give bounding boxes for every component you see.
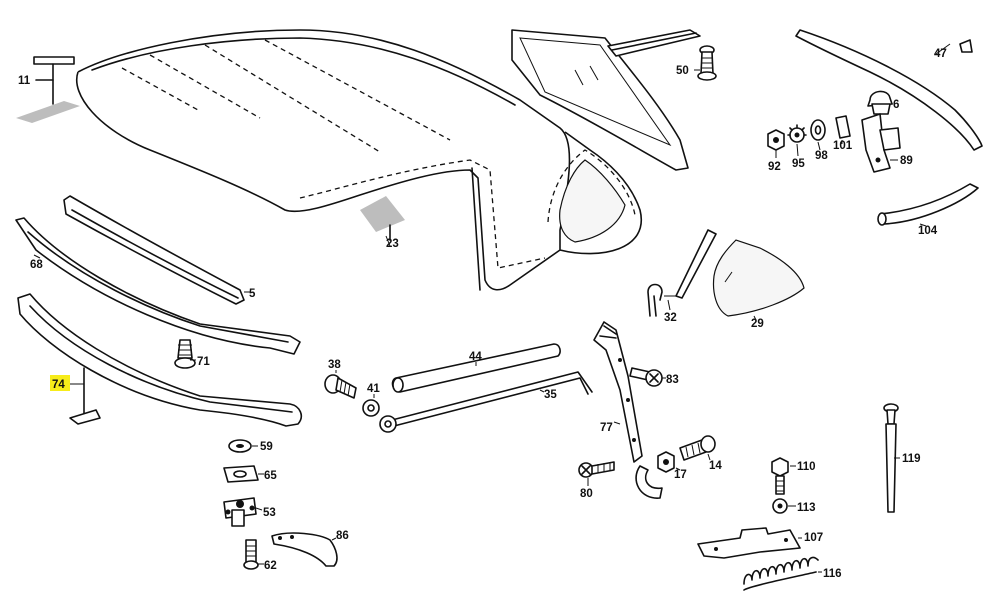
part-113-washer [772, 498, 788, 514]
part-47-seal [607, 29, 983, 151]
label-41: 41 [367, 383, 380, 395]
label-6: 6 [893, 99, 899, 111]
label-32: 32 [664, 312, 677, 324]
label-83: 83 [666, 374, 679, 386]
part-44-tube [391, 343, 561, 393]
part-77-hinge [593, 321, 663, 499]
label-107: 107 [804, 532, 823, 544]
label-44: 44 [469, 351, 482, 363]
label-5: 5 [249, 288, 256, 300]
part-38-bolt [324, 374, 357, 399]
part-98-washer [810, 119, 826, 141]
part-50-screw [697, 45, 717, 81]
label-53: 53 [263, 507, 276, 519]
label-23: 23 [386, 238, 399, 250]
rear-glass-panel [511, 29, 689, 171]
part-83-screw [629, 367, 663, 387]
part-65-plate [223, 465, 259, 483]
label-104: 104 [918, 225, 938, 237]
part-89-bracket [861, 113, 901, 173]
part-35-rod [379, 371, 593, 433]
part-62-screw [243, 539, 259, 570]
part-74-front-bow [17, 293, 302, 427]
label-65: 65 [264, 470, 277, 482]
part-5-bow [63, 195, 245, 305]
part-95-washer [787, 124, 807, 143]
label-89: 89 [900, 155, 913, 167]
label-62: 62 [264, 560, 277, 572]
part-74-highlight [50, 375, 70, 391]
label-119: 119 [902, 453, 921, 465]
label-101: 101 [833, 140, 853, 152]
leader-lines [33, 43, 951, 573]
part-14-bolt [679, 435, 716, 461]
label-29: 29 [751, 318, 764, 330]
label-74: 74 [52, 379, 65, 391]
label-14: 14 [709, 460, 722, 472]
part-101-spacer [835, 115, 851, 139]
part-119-pin [883, 403, 899, 513]
soft-top-cover [75, 29, 643, 291]
part-53-pivot [223, 497, 257, 527]
part-41-washer [362, 399, 380, 417]
label-77: 77 [600, 422, 613, 434]
label-38: 38 [328, 359, 341, 371]
part-32-hook [647, 229, 717, 317]
part-11-strip [16, 56, 80, 123]
label-11: 11 [18, 75, 31, 87]
part-68-bow [15, 217, 301, 355]
part-116-spring [743, 556, 819, 591]
label-68: 68 [30, 259, 43, 271]
part-17-nut [657, 451, 675, 473]
part-29-quarter-glass [712, 239, 805, 317]
part-104-rail [877, 183, 979, 226]
part-59-washer [228, 439, 252, 453]
label-80: 80 [580, 488, 593, 500]
part-110-bolt [771, 457, 789, 495]
label-98: 98 [815, 150, 828, 162]
label-86: 86 [336, 530, 349, 542]
part-107-plate [697, 527, 801, 559]
part-labels: 11 23 68 5 71 74 59 65 53 62 86 38 41 44… [18, 48, 947, 580]
part-80-screw [578, 461, 615, 478]
label-47: 47 [934, 48, 947, 60]
label-110: 110 [797, 461, 816, 473]
label-71: 71 [197, 356, 210, 368]
label-113: 113 [797, 502, 816, 514]
label-17: 17 [674, 469, 687, 481]
label-59: 59 [260, 441, 273, 453]
label-95: 95 [792, 158, 805, 170]
part-86-handle [271, 532, 338, 567]
label-35: 35 [544, 389, 557, 401]
part-92-nut [767, 129, 785, 151]
label-50: 50 [676, 65, 689, 77]
label-92: 92 [768, 161, 781, 173]
label-116: 116 [823, 568, 842, 580]
part-6-clip [867, 90, 893, 115]
